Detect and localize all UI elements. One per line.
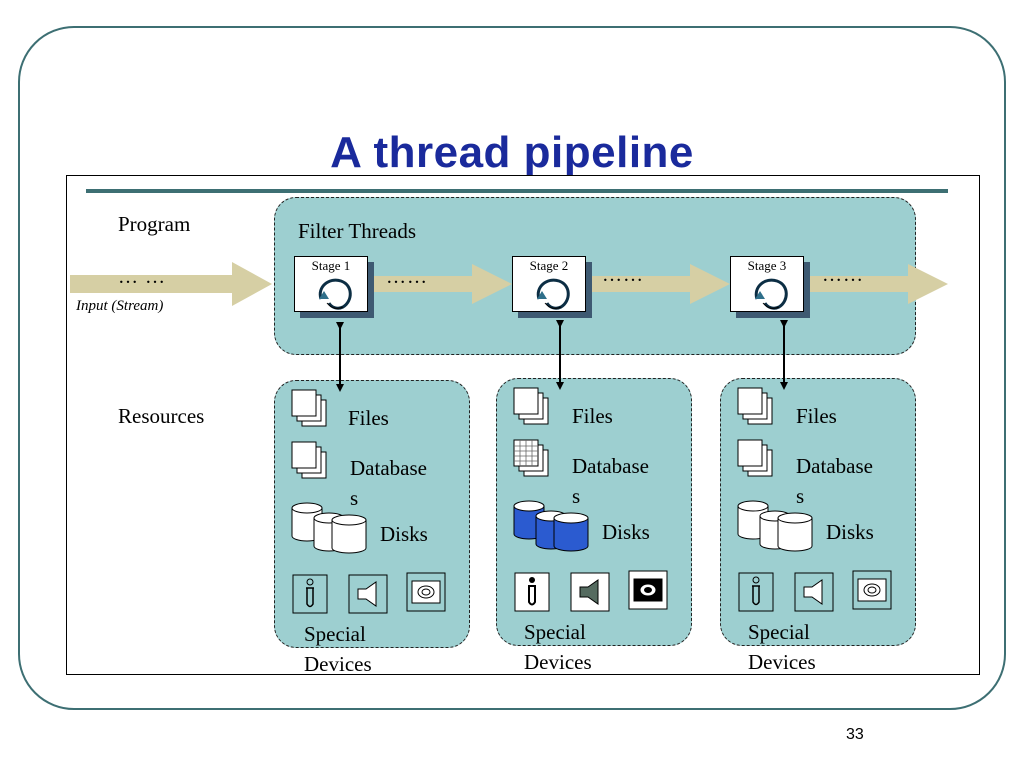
databases-label-1a: Database (350, 456, 427, 480)
camera-icon (852, 570, 892, 610)
stage-1-dots: …… (386, 266, 428, 288)
databases-label-2a: Database (572, 454, 649, 478)
disks-icon (737, 500, 813, 552)
stage-2-label: Stage 2 (529, 258, 569, 273)
input-stream-label: Input (Stream) (76, 298, 164, 314)
special-devices-label-2b: Devices (524, 650, 592, 674)
disks-label-1: Disks (380, 522, 428, 546)
disks-icon (291, 502, 367, 554)
special-devices-label-1b: Devices (304, 652, 372, 676)
files-icon (291, 389, 327, 427)
thread-cycle-icon (318, 278, 352, 310)
page-number: 33 (846, 726, 864, 743)
special-devices-label-2a: Special (524, 620, 586, 644)
microphone-icon (292, 574, 328, 614)
databases-label-1b: s (350, 486, 359, 510)
databases-label-2b: s (572, 484, 581, 508)
stage-2-box[interactable]: Stage 2 (512, 256, 586, 312)
stage3-output-arrow (808, 264, 948, 304)
input-dots: … … (118, 266, 166, 288)
special-devices-label-3a: Special (748, 620, 810, 644)
database-icon (737, 439, 773, 477)
special-devices-label-3b: Devices (748, 650, 816, 674)
database-icon (513, 439, 549, 477)
camera-icon (406, 572, 446, 612)
stage-3-box[interactable]: Stage 3 (730, 256, 804, 312)
slide-title: A thread pipeline (330, 128, 694, 177)
slide-frame (18, 26, 1006, 710)
camera-icon (628, 570, 668, 610)
files-icon (737, 387, 773, 425)
disks-label-3: Disks (826, 520, 874, 544)
microphone-icon (514, 572, 550, 612)
program-label: Program (118, 212, 191, 236)
stage-1-label: Stage 1 (311, 258, 351, 273)
special-devices-label-1a: Special (304, 622, 366, 646)
disks-icon (513, 500, 589, 552)
stage-3-label: Stage 3 (747, 258, 787, 273)
filter-threads-label: Filter Threads (298, 219, 417, 243)
thread-cycle-icon (754, 278, 788, 310)
files-icon (513, 387, 549, 425)
files-label-2: Files (572, 404, 613, 428)
input-stream-arrow (70, 262, 272, 306)
stage1-to-stage2-arrow (372, 264, 512, 304)
resources-label: Resources (118, 404, 205, 428)
stage-2-dots: …… (602, 264, 644, 286)
database-icon (291, 441, 327, 479)
files-label-1: Files (348, 406, 389, 430)
stage-3-dots: …… (822, 264, 864, 286)
speaker-icon (570, 572, 610, 612)
thread-cycle-icon (536, 278, 570, 310)
databases-label-3b: s (796, 484, 805, 508)
speaker-icon (794, 572, 834, 612)
diagram-box (66, 175, 980, 675)
title-underline (86, 189, 948, 193)
speaker-icon (348, 574, 388, 614)
files-label-3: Files (796, 404, 837, 428)
microphone-icon (738, 572, 774, 612)
stage2-to-stage3-arrow (592, 264, 730, 304)
stage-1-box[interactable]: Stage 1 (294, 256, 368, 312)
disks-label-2: Disks (602, 520, 650, 544)
databases-label-3a: Database (796, 454, 873, 478)
